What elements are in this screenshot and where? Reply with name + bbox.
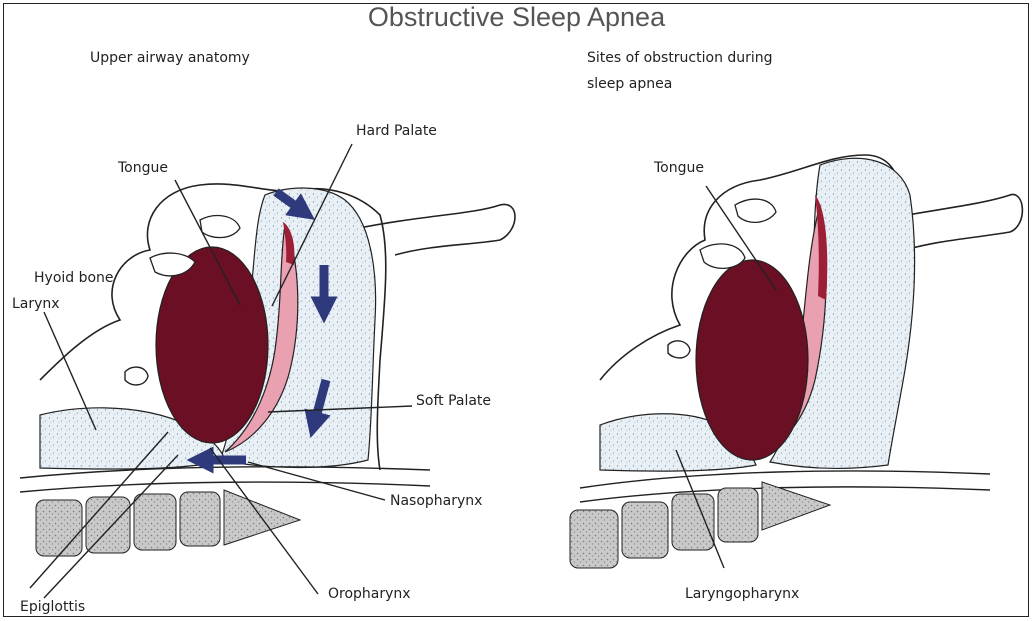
right-panel-heading-line1: Sites of obstruction during	[587, 50, 773, 66]
left-anatomy	[20, 144, 515, 598]
label-nasopharynx: Nasopharynx	[390, 493, 482, 509]
left-hyoid	[125, 367, 148, 385]
label-epiglottis: Epiglottis	[20, 599, 85, 615]
right-anatomy	[570, 155, 1022, 568]
right-vertebrae	[570, 482, 830, 568]
label-soft-palate: Soft Palate	[416, 393, 491, 409]
right-tongue	[696, 260, 808, 460]
left-spine-channel	[20, 467, 430, 492]
label-oropharynx: Oropharynx	[328, 586, 411, 602]
label-hard-palate: Hard Palate	[356, 123, 437, 139]
label-tongue-left: Tongue	[118, 160, 168, 176]
label-laryngopharynx: Laryngopharynx	[685, 586, 799, 602]
label-larynx: Larynx	[12, 296, 60, 312]
right-panel-heading-line2: sleep apnea	[587, 76, 672, 92]
label-tongue-right: Tongue	[654, 160, 704, 176]
left-skull-base	[350, 204, 515, 255]
left-vertebrae	[36, 490, 300, 556]
left-panel-heading: Upper airway anatomy	[90, 50, 250, 66]
label-hyoid-bone: Hyoid bone	[34, 270, 114, 286]
right-hyoid	[668, 341, 690, 358]
